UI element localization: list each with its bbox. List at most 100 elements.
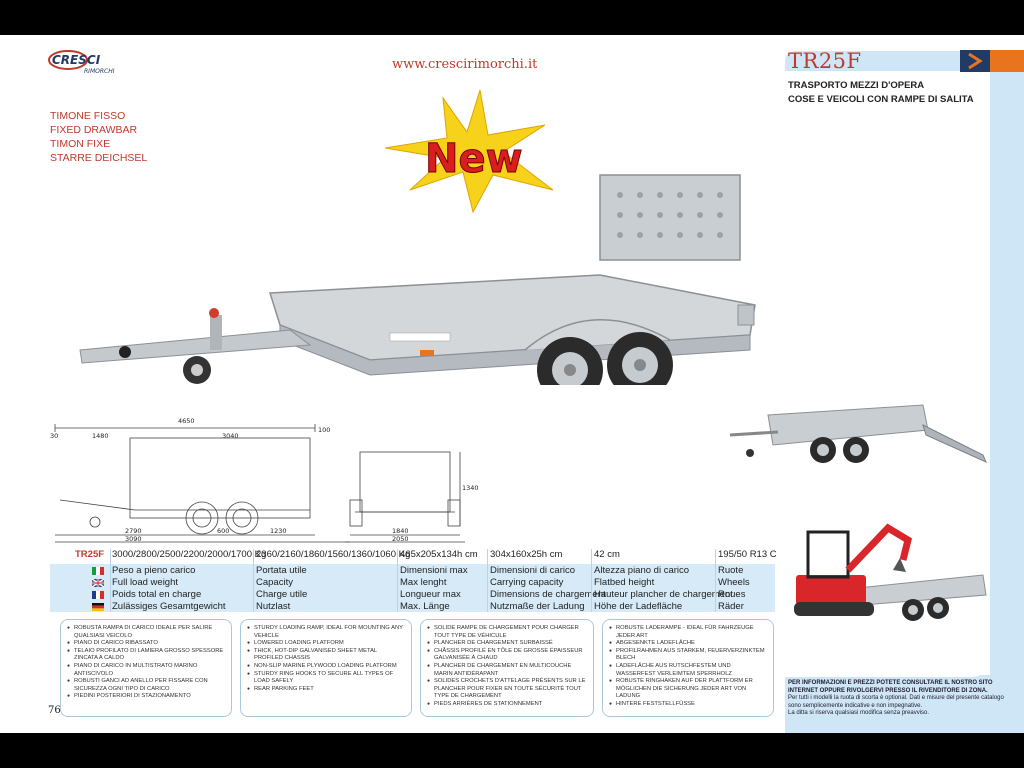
features-en: Sturdy loading ramp, ideal for mounting …	[240, 619, 412, 717]
feature-item: Plancher de chargement en multicouche ma…	[427, 663, 587, 678]
spec-load-dimensions: 304x160x25h cm	[490, 549, 563, 560]
model-subtitle: TRASPORTO MEZZI D'OPERA COSE E VEICOLI C…	[788, 79, 988, 107]
spec-de-height: Höhe der Ladefläche	[594, 601, 683, 612]
dim-total-length: 4650	[178, 417, 195, 425]
feature-item: Non-slip marine plywood loading platform	[247, 663, 405, 671]
flag-it-icon	[92, 567, 104, 575]
spec-fr-capacity: Charge utile	[256, 589, 308, 600]
feature-item: Ladefläche aus rutschfestem und wasserfe…	[609, 663, 767, 678]
side-info-panel	[785, 675, 1024, 733]
spec-de-wheels: Räder	[718, 601, 744, 612]
spec-translations: Peso a pieno carico Portata utile Dimens…	[50, 564, 775, 612]
dim-front: 30	[50, 432, 58, 440]
spec-de-weight: Zulässiges Gesamtgewicht	[112, 601, 226, 612]
orange-tab	[990, 50, 1024, 72]
cresci-logo: CRESCI RIMORCHI	[48, 50, 115, 75]
svg-text:CRESCI: CRESCI	[52, 53, 101, 67]
spec-it-weight: Peso a pieno carico	[112, 565, 196, 576]
technical-drawing: 4650 1480 3040 100 30 2790 3090 600 1230…	[50, 417, 479, 543]
spec-en-load: Carrying capacity	[490, 577, 564, 588]
spec-capacity: 2360/2160/1860/1560/1360/1060 Kg	[256, 549, 411, 560]
spec-en-wheels: Wheels	[718, 577, 750, 588]
feature-item: Piedini posteriori di stazionamento	[67, 693, 225, 701]
drawbar-labels: TIMONE FISSO FIXED DRAWBAR TIMON FIXE ST…	[50, 109, 147, 165]
spec-de-dimensions: Max. Länge	[400, 601, 450, 612]
dim-600: 600	[217, 527, 229, 535]
spec-fr-dimensions: Longueur max	[400, 589, 461, 600]
trailer-ramp-photo	[729, 404, 987, 463]
feature-item: Solides crochets d'attelage présents sur…	[427, 678, 587, 701]
feature-item: Thick, hot-dip galvanised sheet metal pr…	[247, 648, 405, 663]
excavator-trailer-photo	[794, 523, 987, 621]
feature-item: Piano di carico ribassato	[67, 640, 225, 648]
spec-wheels: 195/50 R13 C	[718, 549, 777, 560]
feature-item: Piano di carico in multistrato marino an…	[67, 663, 225, 678]
table-divider	[715, 549, 716, 612]
spec-it-height: Altezza piano di carico	[594, 565, 690, 576]
dim-2790: 2790	[125, 527, 142, 535]
dim-height: 1340	[462, 484, 479, 492]
spec-model: TR25F	[75, 549, 105, 560]
spec-it-capacity: Portata utile	[256, 565, 307, 576]
feature-item: Sturdy loading ramp, ideal for mounting …	[247, 625, 405, 640]
drawbar-it: TIMONE FISSO	[50, 110, 126, 122]
feature-item: Pieds arrières de stationnement	[427, 701, 587, 709]
features-de: Robuste Laderampe - ideal für Fahrzeuge …	[602, 619, 774, 717]
spec-de-capacity: Nutzlast	[256, 601, 291, 612]
feature-item: Hintere Feststellfüsse	[609, 701, 767, 709]
spec-values-row: TR25F 3000/2800/2500/2200/2000/1700 Kg 2…	[50, 549, 777, 563]
spec-fr-load: Dimensions de chargement	[490, 589, 606, 600]
feature-item: Robusta rampa di carico ideale per salir…	[67, 625, 225, 640]
feature-item: Robuste Ringhaken auf der Plattform er m…	[609, 678, 767, 701]
page-number: 76	[48, 705, 61, 716]
arrow-box	[960, 50, 990, 72]
model-title: TR25F	[788, 49, 862, 73]
trailer-photo	[79, 174, 756, 385]
svg-text:RIMORCHI: RIMORCHI	[84, 68, 115, 75]
spec-height: 42 cm	[594, 549, 620, 560]
table-divider	[110, 549, 111, 612]
catalog-page: CRESCI RIMORCHI www.crescirimorchi.it TR…	[0, 35, 1024, 733]
subtitle-line-2: COSE E VEICOLI CON RAMPE DI SALITA	[788, 94, 974, 105]
flag-de-icon	[92, 603, 104, 611]
feature-item: Profilrahmen aus starkem, feuerverzinkte…	[609, 648, 767, 663]
feature-item: Robuste Laderampe - ideal für Fahrzeuge …	[609, 625, 767, 640]
features-fr: Solide rampe de chargement pour charger …	[420, 619, 594, 717]
info-line-2: Per tutti i modelli la ruota di scorta è…	[788, 695, 1004, 709]
spec-fr-wheels: Roues	[718, 589, 746, 600]
new-badge-text: New	[425, 136, 523, 182]
drawbar-de: STARRE DEICHSEL	[50, 152, 148, 164]
drawbar-en: FIXED DRAWBAR	[50, 124, 138, 136]
dim-1230: 1230	[270, 527, 287, 535]
feature-item: Châssis profilé en tôle de grosse épaiss…	[427, 648, 587, 663]
spec-en-capacity: Capacity	[256, 577, 293, 588]
dim-rear: 100	[318, 426, 330, 434]
spec-en-height: Flatbed height	[594, 577, 655, 588]
feature-item: Plancher de chargement surbaissé	[427, 640, 587, 648]
table-divider	[397, 549, 398, 612]
spec-en-dimensions: Max lenght	[400, 577, 447, 588]
spec-it-wheels: Ruote	[718, 565, 744, 576]
spec-weight: 3000/2800/2500/2200/2000/1700 Kg	[112, 549, 267, 560]
dim-drawbar: 1480	[92, 432, 109, 440]
table-divider	[591, 549, 592, 612]
dim-width-outer: 2050	[392, 535, 409, 543]
feature-item: Abgesenkte Ladefläche	[609, 640, 767, 648]
spec-fr-weight: Poids total en charge	[112, 589, 202, 600]
feature-item: Rear parking feet	[247, 686, 405, 694]
feature-item: Telaio profilato di lamiera grosso spess…	[67, 648, 225, 663]
chevron-right-icon	[968, 52, 983, 70]
flag-uk-icon	[92, 579, 104, 587]
info-line-3: La ditta si riserva qualsiasi modifica s…	[788, 710, 930, 716]
dim-3090: 3090	[125, 535, 142, 543]
dim-width-inner: 1840	[392, 527, 409, 535]
feature-item: Lowered loading platform	[247, 640, 405, 648]
feature-item: Sturdy ring hooks to secure all types of…	[247, 671, 405, 686]
features-it: Robusta rampa di carico ideale per salir…	[60, 619, 232, 717]
info-line-1: PER INFORMAZIONI E PREZZI POTETE CONSULT…	[788, 680, 993, 694]
website-link[interactable]: www.crescirimorchi.it	[392, 57, 538, 72]
side-strip	[990, 71, 1024, 733]
feature-item: Robusti ganci ad anello per fissare con …	[67, 678, 225, 693]
table-divider	[253, 549, 254, 612]
spec-en-weight: Full load weight	[112, 577, 179, 588]
